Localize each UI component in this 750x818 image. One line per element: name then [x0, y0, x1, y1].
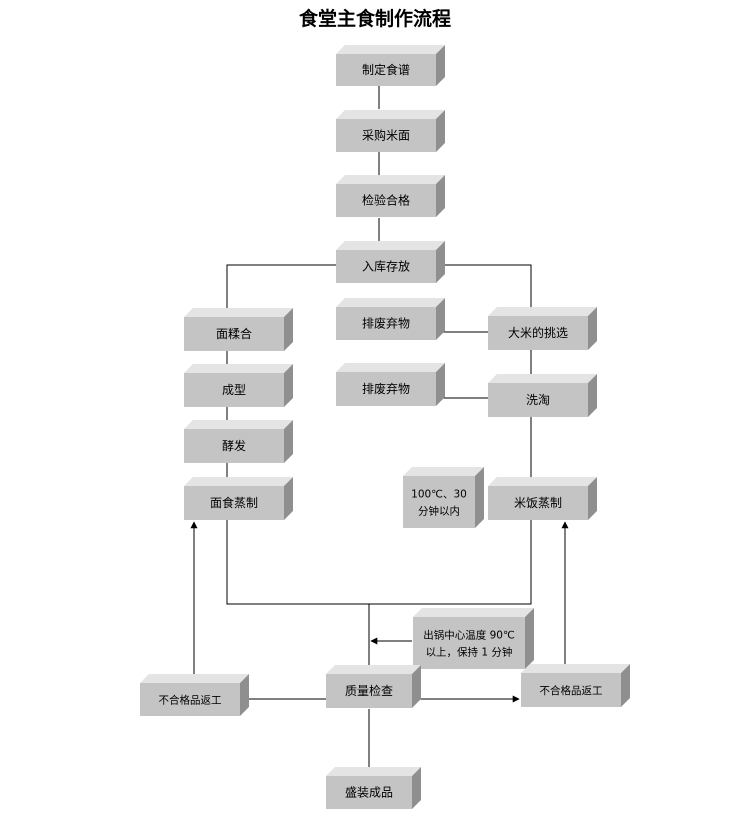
note-pot-temperature-label-1: 出锅中心温度 90℃ [423, 629, 515, 642]
note-rice-steam-condition-label-2: 分钟以内 [418, 505, 460, 518]
step-menu-label: 制定食谱 [362, 62, 410, 77]
step-quality-label: 质量检查 [345, 683, 393, 698]
step-inspect: 检验合格 [336, 175, 445, 217]
step-dough-label: 面糅合 [216, 326, 252, 341]
diagram-title: 食堂主食制作流程 [298, 8, 451, 30]
step-discard-1-label: 排废弃物 [362, 316, 410, 331]
step-discard-2-label: 排废弃物 [362, 381, 410, 396]
step-discard-2: 排废弃物 [336, 363, 445, 406]
connector-storage-right-branch [437, 264, 532, 318]
connector-merge-bottom [226, 520, 532, 605]
step-shape-label: 成型 [222, 383, 246, 397]
step-rice-pick: 大米的挑选 [488, 307, 597, 350]
note-rice-steam-condition-label-1: 100℃、30 [411, 489, 467, 501]
step-shape: 成型 [184, 364, 293, 407]
step-rework-left-label: 不合格品返工 [159, 694, 222, 707]
step-purchase-label: 采购米面 [362, 128, 410, 143]
step-wash-label: 洗淘 [526, 393, 550, 407]
step-storage-label: 入库存放 [362, 259, 410, 274]
step-rework-right-label: 不合格品返工 [540, 684, 603, 697]
step-packing-label: 盛装成品 [345, 785, 393, 800]
step-rework-right: 不合格品返工 [521, 664, 630, 707]
step-ferment-label: 酵发 [222, 438, 246, 453]
step-steam-rice: 米饭蒸制 [488, 477, 597, 520]
note-pot-temperature: 出锅中心温度 90℃ 以上，保持 1 分钟 [413, 608, 534, 669]
step-storage: 入库存放 [336, 241, 445, 283]
step-dough: 面糅合 [184, 308, 293, 351]
step-ferment: 酵发 [184, 420, 293, 463]
process-boxes: 制定食谱采购米面检验合格入库存放面糅合成型酵发面食蒸制排废弃物排废弃物大米的挑选… [140, 45, 630, 809]
step-rework-left: 不合格品返工 [140, 674, 249, 716]
step-quality: 质量检查 [326, 665, 421, 708]
step-steam-flour-label: 面食蒸制 [210, 495, 258, 510]
note-rice-steam-condition: 100℃、30 分钟以内 [403, 467, 484, 528]
step-purchase: 采购米面 [336, 110, 445, 152]
step-menu: 制定食谱 [336, 45, 445, 86]
step-wash: 洗淘 [488, 374, 597, 417]
step-discard-1: 排废弃物 [336, 298, 445, 340]
step-rice-pick-label: 大米的挑选 [508, 325, 568, 340]
step-inspect-label: 检验合格 [362, 193, 410, 208]
note-pot-temperature-label-2: 以上，保持 1 分钟 [426, 646, 513, 659]
step-packing: 盛装成品 [326, 767, 421, 809]
connector-storage-left-branch [226, 264, 336, 322]
step-steam-flour: 面食蒸制 [184, 477, 293, 520]
step-steam-rice-label: 米饭蒸制 [514, 496, 562, 510]
